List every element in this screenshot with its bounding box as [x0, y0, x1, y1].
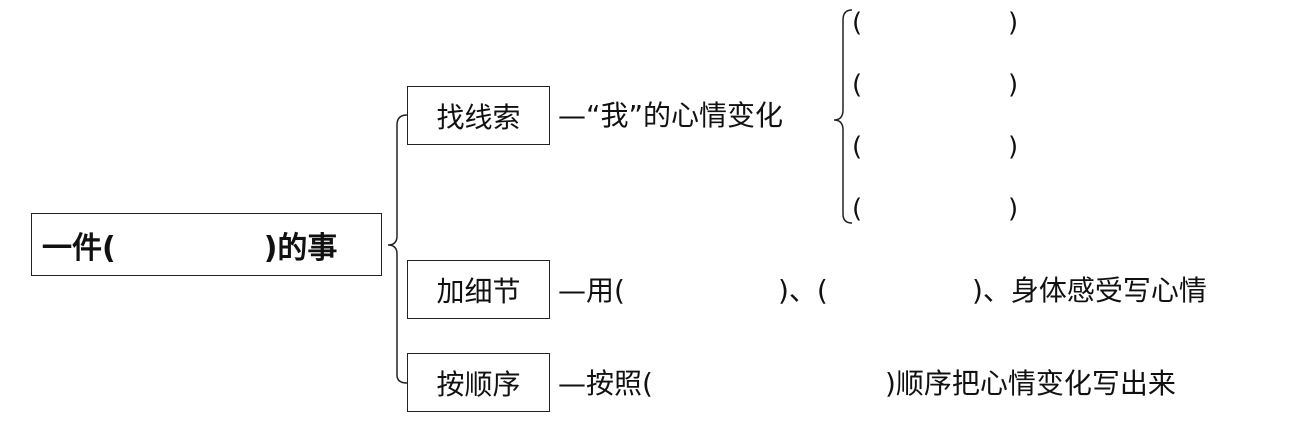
- branch-desc-details-2: )、(: [778, 274, 828, 307]
- sub-open-2: (: [852, 70, 863, 100]
- main-brace: [387, 114, 408, 384]
- branch-label-details: 加细节: [436, 274, 521, 308]
- branch-label-clues: 找线索: [436, 100, 521, 134]
- branch-desc-details-3: )、身体感受写心情: [972, 274, 1207, 307]
- main-topic-left: 一件(: [42, 230, 116, 266]
- branch-desc-order-2: )顺序把心情变化写出来: [885, 367, 1176, 400]
- sub-open-3: (: [852, 132, 863, 162]
- sub-open-1: (: [852, 8, 863, 38]
- branch-desc-order-1: —按照(: [558, 367, 653, 400]
- main-topic-right: )的事: [263, 230, 338, 266]
- sub-close-2: ): [1008, 70, 1019, 100]
- branch-box-clues: 找线索: [407, 86, 550, 145]
- sub-close-1: ): [1008, 8, 1019, 38]
- branch-label-order: 按顺序: [436, 367, 521, 401]
- sub-open-4: (: [852, 194, 863, 224]
- branch-desc-clues: —“我”的心情变化: [558, 99, 784, 132]
- branch-box-order: 按顺序: [407, 353, 550, 412]
- branch-desc-details-1: —用(: [558, 274, 625, 307]
- sub-brace: [833, 9, 853, 224]
- main-topic-box: 一件( )的事: [31, 213, 382, 276]
- sub-close-3: ): [1008, 132, 1019, 162]
- branch-box-details: 加细节: [407, 260, 550, 319]
- sub-close-4: ): [1008, 194, 1019, 224]
